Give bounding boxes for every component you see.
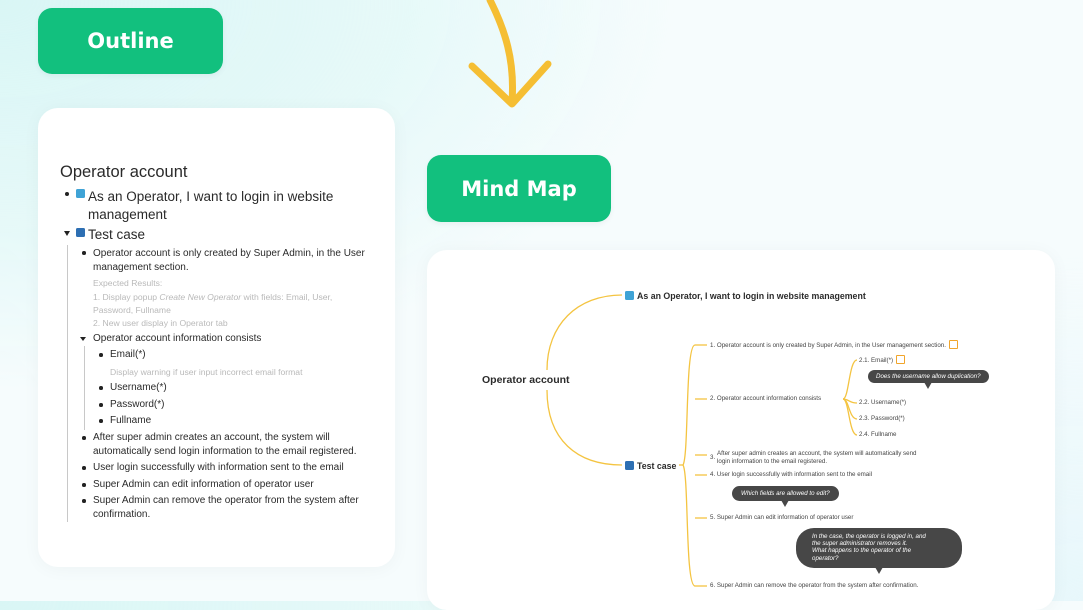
test-case-bracket [682, 344, 696, 587]
outline-item-4[interactable]: User login successfully with information… [93, 462, 344, 473]
mind-map-node-2-1[interactable]: 2.1. Email(*) [859, 355, 906, 365]
mind-map-story[interactable]: As an Operator, I want to login in websi… [625, 290, 866, 301]
outline-item-3[interactable]: After super admin creates an account, th… [93, 432, 357, 457]
bullet [99, 403, 103, 407]
bullet [99, 419, 103, 423]
bullet [82, 466, 86, 470]
branch-fullname [842, 398, 858, 436]
outline-test-case[interactable]: Test case [88, 227, 146, 242]
info-icon [625, 291, 634, 300]
mind-map-node-3[interactable]: 3. After super admin creates an account,… [710, 450, 917, 465]
outline-guide-line [67, 245, 68, 522]
bullet [82, 499, 86, 503]
collapse-triangle-icon[interactable] [64, 231, 70, 236]
search-icon [76, 228, 85, 237]
curved-arrow-icon [468, 0, 552, 108]
outline-username[interactable]: Username(*) [110, 382, 167, 393]
branch-email [842, 359, 858, 400]
outline-title: Operator account [60, 163, 188, 181]
mind-map-connectors [546, 294, 858, 587]
outline-item-5[interactable]: Super Admin can edit information of oper… [93, 479, 314, 490]
search-icon [625, 461, 634, 470]
mind-map-node-4[interactable]: 4. User login successfully with informat… [710, 471, 872, 478]
note-icon [896, 355, 906, 364]
outline-item-2[interactable]: Operator account information consists [93, 333, 262, 344]
outline-item-6[interactable]: Super Admin can remove the operator from… [93, 495, 359, 520]
outline-label: Outline [38, 8, 223, 74]
bullet [82, 483, 86, 487]
collapse-triangle-icon[interactable] [80, 337, 86, 341]
branch-test-case [546, 389, 623, 466]
mind-map-node-2[interactable]: 2. Operator account information consists [710, 395, 822, 402]
mind-map-node-1[interactable]: 1. Operator account is only created by S… [710, 340, 958, 350]
info-icon [76, 189, 85, 198]
mind-map-node-2-4[interactable]: 2.4. Fullname [859, 431, 897, 438]
expected-result-1: 1. Display popup Create New Operator wit… [93, 292, 333, 315]
branch-story [546, 294, 623, 371]
outline-guide-line [84, 346, 85, 430]
outline-password[interactable]: Password(*) [110, 399, 165, 410]
comment-operator-removed[interactable]: In the case, the operator is logged in, … [796, 528, 962, 574]
mind-map-node-5[interactable]: 5. Super Admin can edit information of o… [710, 514, 854, 521]
bullet [82, 251, 86, 255]
note-icon [948, 340, 958, 349]
mind-map-node-2-2[interactable]: 2.2. Username(*) [859, 399, 907, 406]
outline-fullname[interactable]: Fullname [110, 415, 152, 426]
comment-editable-fields[interactable]: Which fields are allowed to edit? [732, 486, 839, 508]
bullet [82, 436, 86, 440]
mind-map-node-6[interactable]: 6. Super Admin can remove the operator f… [710, 582, 919, 589]
outline-card [38, 108, 395, 567]
outline-item-1[interactable]: Operator account is only created by Supe… [93, 248, 365, 273]
bullet [65, 192, 69, 196]
bullet [99, 353, 103, 357]
bullet [99, 386, 103, 390]
email-note: Display warning if user input incorrect … [110, 367, 303, 377]
mind-map-label: Mind Map [427, 155, 611, 222]
mind-map-root[interactable]: Operator account [482, 374, 570, 386]
expected-result-2: 2. New user display in Operator tab [93, 318, 228, 328]
mind-map-node-2-3[interactable]: 2.3. Password(*) [859, 415, 905, 422]
mind-map-test-case[interactable]: Test case [625, 460, 676, 471]
comment-username-duplication[interactable]: Does the username allow duplication? [868, 370, 989, 390]
outline-email[interactable]: Email(*) [110, 349, 146, 360]
expected-results-label: Expected Results: [93, 278, 163, 288]
outline-story[interactable]: As an Operator, I want to login in websi… [88, 189, 334, 222]
